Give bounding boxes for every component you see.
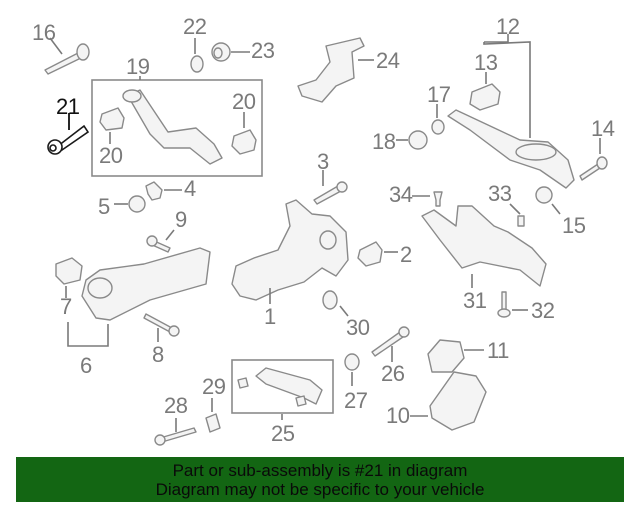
part-8-bolt-icon bbox=[143, 313, 180, 342]
part-18-nut-icon bbox=[396, 130, 428, 150]
part-13-bushing-icon bbox=[469, 72, 501, 111]
part-5-nut-icon bbox=[114, 195, 146, 213]
callout-26: 26 bbox=[381, 361, 405, 386]
part-20-bushing-icon bbox=[99, 107, 257, 155]
part-16-bolt-icon bbox=[44, 37, 90, 75]
part-2-bushing-icon bbox=[357, 241, 398, 267]
part-19-upper-arm-icon bbox=[122, 76, 223, 165]
callout-14: 14 bbox=[591, 116, 615, 141]
part-27-nut-icon bbox=[344, 353, 360, 386]
callout-24: 24 bbox=[376, 48, 400, 73]
callout-7: 7 bbox=[60, 294, 72, 319]
part-3-bolt-icon bbox=[313, 170, 348, 205]
part-12-control-arm-icon bbox=[447, 34, 575, 189]
callout-11: 11 bbox=[487, 338, 509, 363]
assembly-25-box bbox=[231, 359, 334, 414]
callout-9: 9 bbox=[175, 207, 187, 232]
callout-31: 31 bbox=[463, 288, 487, 313]
callout-27: 27 bbox=[344, 388, 368, 413]
callout-12: 12 bbox=[496, 14, 520, 39]
part-25-link-arm-icon bbox=[237, 367, 323, 420]
callout-19: 19 bbox=[126, 54, 150, 79]
part-30-nut-icon bbox=[322, 290, 349, 317]
part-1-knuckle-icon bbox=[231, 199, 349, 304]
callout-6: 6 bbox=[80, 353, 92, 378]
part-14-bolt-icon bbox=[579, 138, 608, 181]
part-28-bolt-icon bbox=[154, 418, 197, 446]
banner-line-disclaimer: Diagram may not be specific to your vehi… bbox=[155, 480, 485, 499]
callout-18: 18 bbox=[372, 129, 396, 154]
callout-17: 17 bbox=[427, 82, 451, 107]
part-34-clip-icon bbox=[412, 191, 443, 207]
callout-30: 30 bbox=[346, 315, 370, 340]
part-11-cover-icon bbox=[427, 339, 484, 373]
part-22-ring-icon bbox=[190, 38, 204, 73]
callout-16: 16 bbox=[32, 20, 56, 45]
part-10-mount-icon bbox=[410, 371, 487, 431]
part-26-bolt-icon bbox=[371, 326, 410, 362]
callout-8: 8 bbox=[152, 342, 164, 367]
fitment-notice-banner: Part or sub-assembly is #21 in diagram D… bbox=[16, 457, 624, 502]
callout-25: 25 bbox=[271, 421, 295, 446]
callout-15: 15 bbox=[562, 213, 586, 238]
callout-33: 33 bbox=[488, 181, 512, 206]
part-17-washer-icon bbox=[431, 104, 445, 135]
callout-2: 2 bbox=[400, 242, 412, 267]
callout-13: 13 bbox=[474, 50, 498, 75]
callout-22: 22 bbox=[183, 14, 207, 39]
part-33-clip-icon bbox=[509, 203, 525, 227]
part-7-bushing-icon bbox=[55, 257, 83, 298]
part-29-plate-icon bbox=[205, 398, 221, 433]
callout-20-left: 20 bbox=[99, 143, 123, 168]
part-23-nut-icon bbox=[211, 42, 250, 62]
callout-29: 29 bbox=[202, 374, 226, 399]
part-24-bracket-icon bbox=[297, 37, 374, 103]
part-21-bolt-icon bbox=[47, 113, 90, 155]
part-4-plate-icon bbox=[145, 181, 182, 201]
part-9-bolt-icon bbox=[146, 229, 175, 253]
callout-21-highlighted: 21 bbox=[56, 94, 80, 119]
callout-23: 23 bbox=[251, 38, 275, 63]
callout-34: 34 bbox=[389, 182, 413, 207]
part-15-nut-icon bbox=[535, 186, 561, 215]
callout-5: 5 bbox=[98, 194, 110, 219]
callout-28: 28 bbox=[164, 393, 188, 418]
callout-3: 3 bbox=[317, 149, 329, 174]
callout-20-right: 20 bbox=[232, 89, 256, 114]
callout-1: 1 bbox=[264, 304, 276, 329]
callout-10: 10 bbox=[386, 403, 410, 428]
callout-4: 4 bbox=[184, 176, 196, 201]
part-31-shield-icon bbox=[421, 205, 547, 288]
banner-line-part-number: Part or sub-assembly is #21 in diagram bbox=[172, 461, 468, 480]
part-6-trailing-arm-icon bbox=[67, 247, 211, 347]
callout-32: 32 bbox=[531, 298, 555, 323]
part-32-bolt-icon bbox=[497, 291, 528, 318]
assembly-19-box bbox=[91, 79, 263, 177]
